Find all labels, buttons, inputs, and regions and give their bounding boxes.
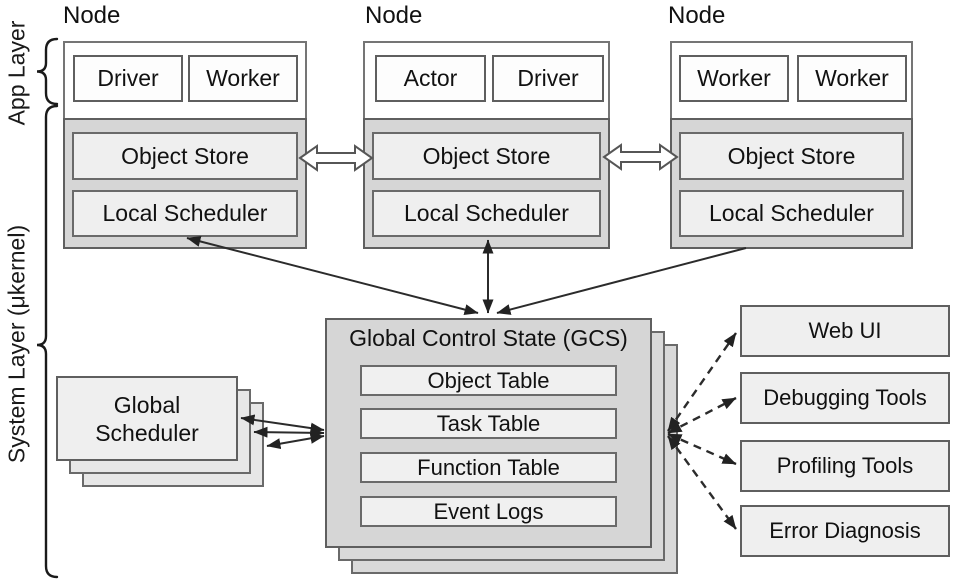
- error-diagnosis-box: Error Diagnosis: [740, 505, 950, 557]
- object-store-box: Object Store: [679, 132, 904, 180]
- node-title: Node: [365, 2, 423, 29]
- object-store-sync-arrow: [602, 143, 679, 171]
- node-box: Driver Worker Object Store Local Schedul…: [63, 41, 307, 249]
- driver-box: Driver: [492, 55, 604, 102]
- web-ui-box: Web UI: [740, 305, 950, 357]
- driver-box: Driver: [73, 55, 183, 102]
- gcs-title: Global Control State (GCS): [349, 325, 628, 351]
- worker-box: Worker: [679, 55, 789, 102]
- actor-box: Actor: [375, 55, 486, 102]
- worker-box: Worker: [797, 55, 907, 102]
- node-system-panel: Object Store Local Scheduler: [363, 118, 610, 249]
- global-scheduler-label-line2: Scheduler: [95, 419, 199, 446]
- node-title: Node: [668, 2, 726, 29]
- node-title: Node: [63, 2, 121, 29]
- task-table-box: Task Table: [360, 408, 617, 439]
- global-scheduler-label-line1: Global: [113, 391, 181, 418]
- system-layer-brace: [36, 104, 59, 579]
- object-store-box: Object Store: [372, 132, 601, 180]
- gcs-debugging-dashed-arrow: [667, 396, 737, 435]
- scheduler-gcs-arrow: [266, 432, 325, 450]
- event-logs-box: Event Logs: [360, 496, 617, 527]
- node-box: Actor Driver Object Store Local Schedule…: [363, 41, 610, 249]
- gcs-profiling-dashed-arrow: [667, 432, 737, 466]
- object-store-box: Object Store: [72, 132, 298, 180]
- node3-gcs-arrow: [496, 247, 747, 315]
- local-scheduler-box: Local Scheduler: [72, 190, 298, 237]
- function-table-box: Function Table: [360, 452, 617, 483]
- app-layer-brace: [36, 37, 59, 106]
- global-scheduler-box: Global Scheduler: [56, 376, 238, 461]
- scheduler-gcs-arrow: [253, 426, 325, 439]
- local-scheduler-box: Local Scheduler: [679, 190, 904, 237]
- node-system-panel: Object Store Local Scheduler: [670, 118, 913, 249]
- object-table-box: Object Table: [360, 365, 617, 396]
- node-system-panel: Object Store Local Scheduler: [63, 118, 307, 249]
- gcs-box: Global Control State (GCS) Object Table …: [325, 318, 652, 548]
- profiling-tools-box: Profiling Tools: [740, 440, 950, 492]
- gcs-error-diagnosis-dashed-arrow: [667, 435, 737, 530]
- gcs-webui-dashed-arrow: [667, 332, 737, 432]
- system-layer-label: System Layer (μkernel): [3, 224, 30, 464]
- debugging-tools-box: Debugging Tools: [740, 372, 950, 424]
- node1-gcs-arrow: [186, 236, 479, 315]
- node-box: Worker Worker Object Store Local Schedul…: [670, 41, 913, 249]
- worker-box: Worker: [188, 55, 298, 102]
- object-store-sync-arrow: [298, 144, 374, 172]
- app-layer-label: App Layer: [3, 20, 30, 126]
- local-scheduler-box: Local Scheduler: [372, 190, 601, 237]
